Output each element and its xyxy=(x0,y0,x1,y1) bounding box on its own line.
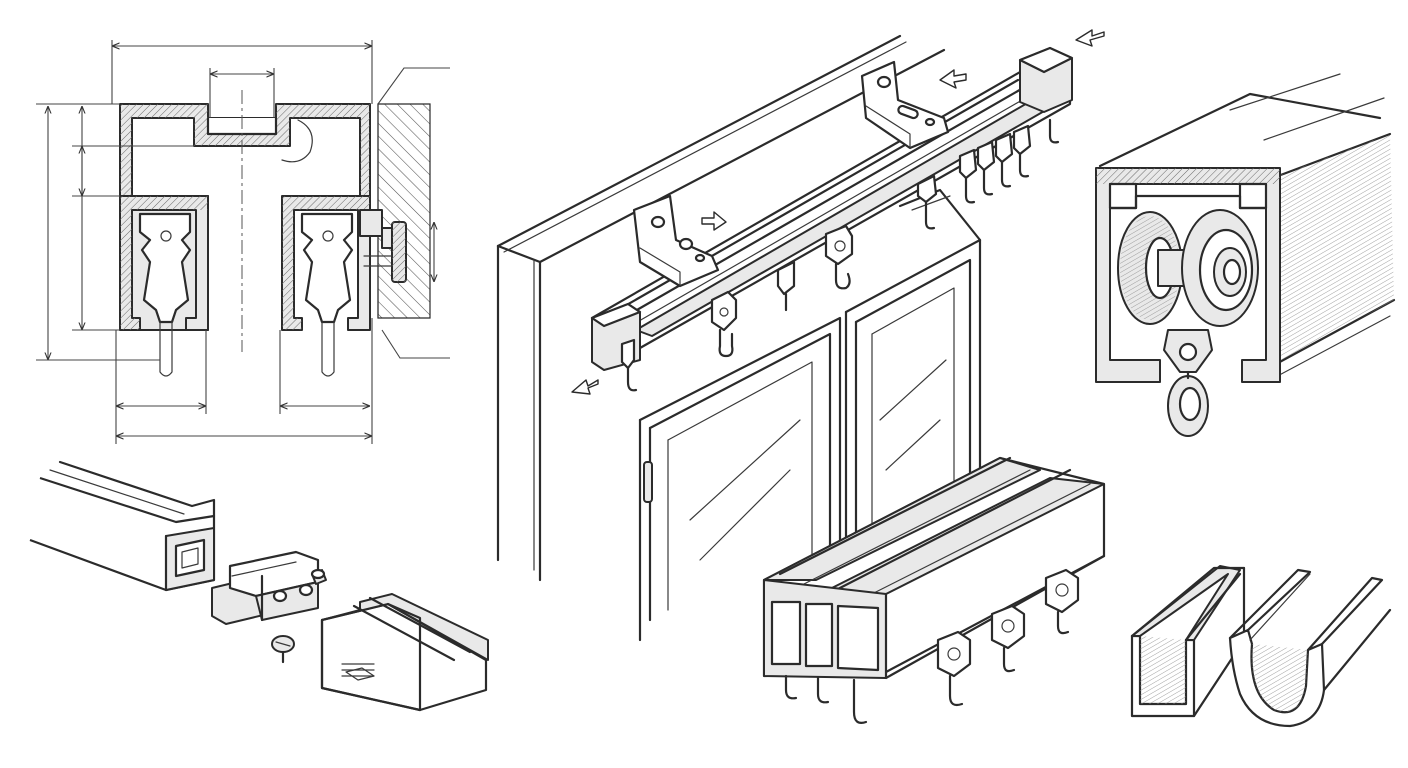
left-rail-segment xyxy=(29,460,216,592)
round-channel-profile xyxy=(1228,568,1392,728)
direction-arrows xyxy=(571,29,1105,395)
dimension-lines xyxy=(36,40,450,444)
joint-connector-view xyxy=(29,460,489,712)
rail-gliders xyxy=(620,118,1060,392)
window-panes xyxy=(638,188,982,642)
roller-wheels xyxy=(1117,209,1259,327)
mounting-brackets xyxy=(632,60,950,288)
connector-block xyxy=(211,550,320,625)
u-channel-profile xyxy=(1130,565,1246,718)
window-installation-view xyxy=(496,29,1105,642)
hinge xyxy=(643,461,653,503)
single-profiles-view xyxy=(1130,565,1392,728)
right-glider xyxy=(300,212,354,377)
double-track-view xyxy=(762,456,1106,724)
wall-bracket-section xyxy=(359,209,407,283)
glider-cluster xyxy=(958,124,1032,204)
window-frame xyxy=(496,34,946,582)
hanger-ring xyxy=(1163,329,1213,437)
roller-carrier-view xyxy=(1095,73,1396,437)
profile-curve xyxy=(281,119,313,163)
right-rail-segment xyxy=(320,593,489,712)
wall-section xyxy=(377,103,431,319)
section-profile-view xyxy=(36,40,450,444)
left-glider xyxy=(138,212,192,377)
double-track-hooks xyxy=(784,568,1080,724)
curtain-rail xyxy=(590,46,1074,371)
grub-screws xyxy=(271,568,327,664)
